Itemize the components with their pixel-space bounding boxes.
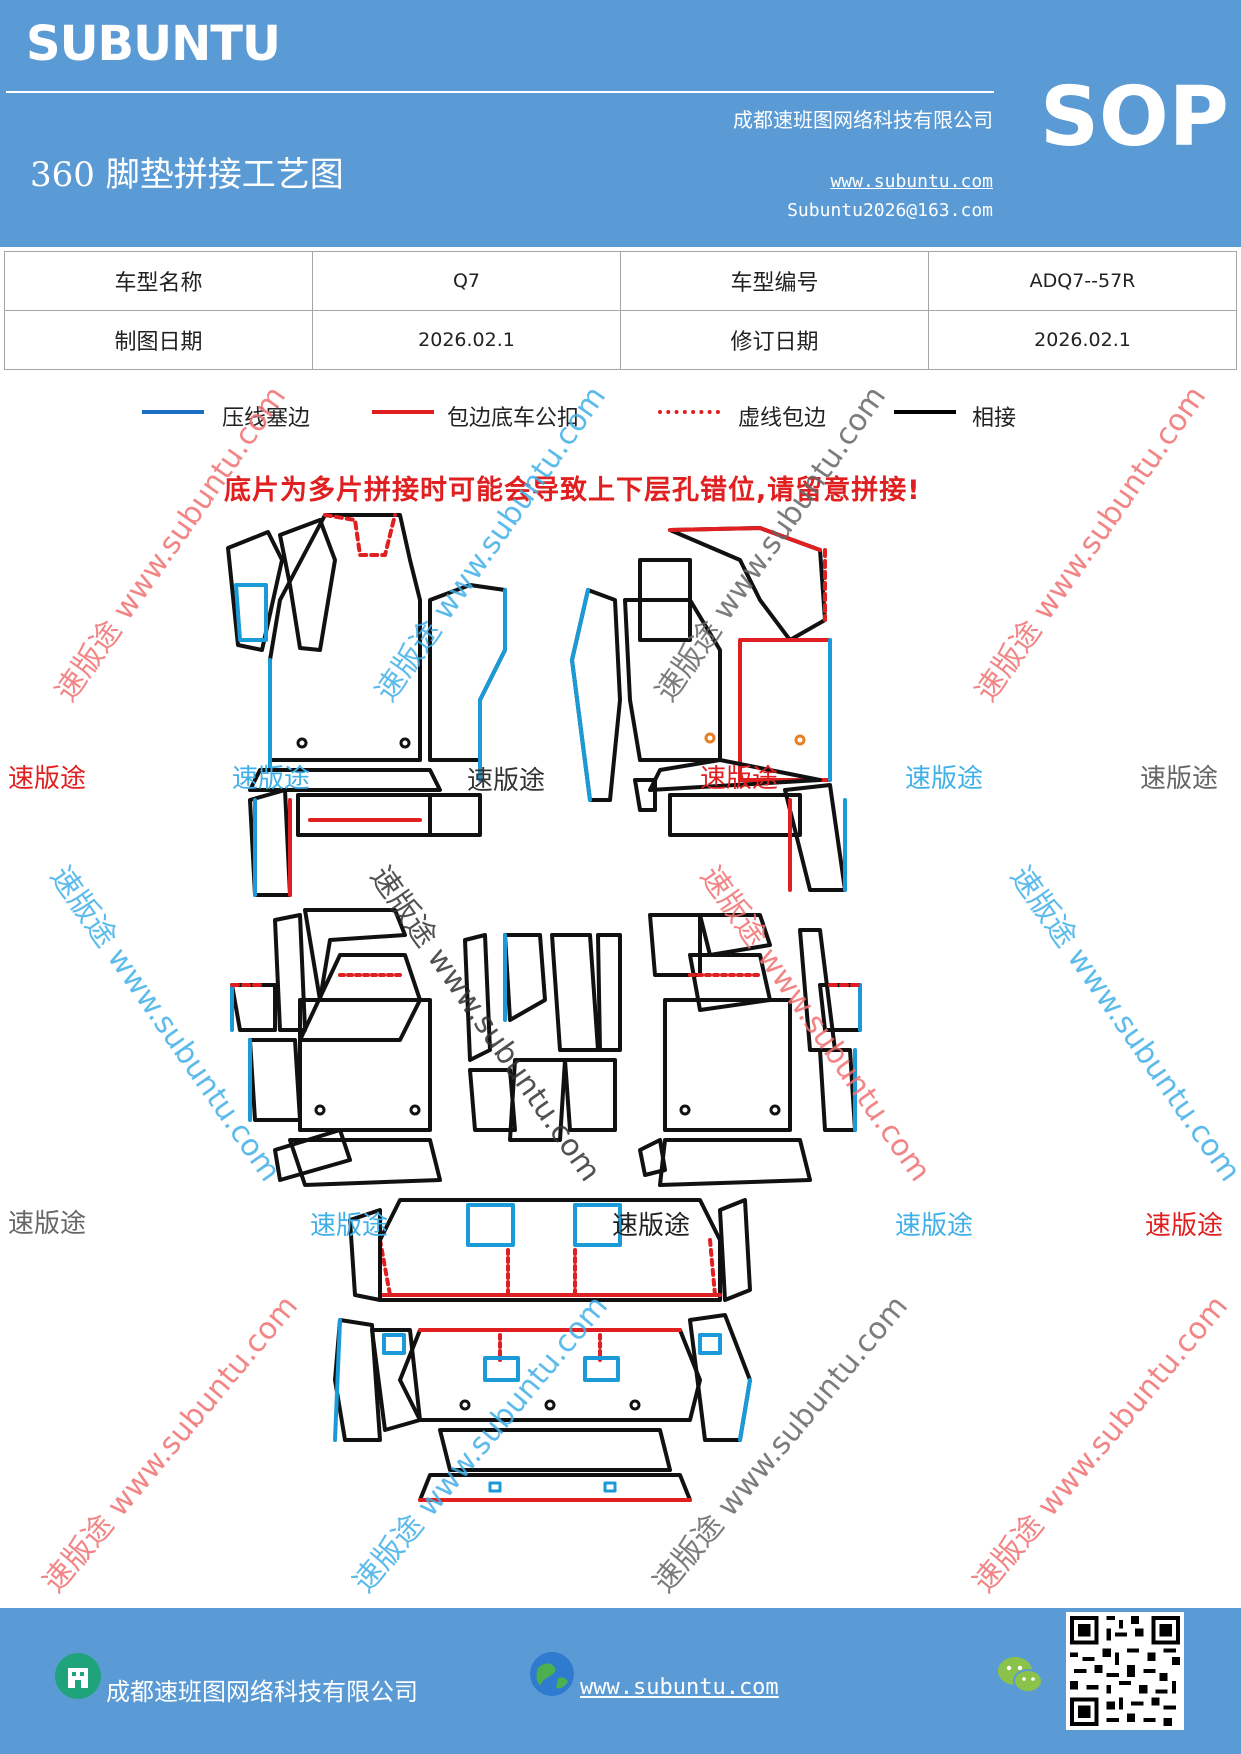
- globe-icon: [530, 1652, 574, 1696]
- warning-text: 底片为多片拼接时可能会导致上下层孔错位,请留意拼接!: [224, 475, 921, 506]
- wechat-icon[interactable]: [996, 1654, 1044, 1696]
- header-banner: [0, 0, 1241, 247]
- model-name-label: 车型名称: [4, 251, 313, 311]
- legend-label: 压线塞边: [222, 406, 311, 431]
- middle-right-mat: [638, 913, 862, 1187]
- watermark-text: 速版途: [905, 764, 984, 794]
- legend-swatch: [142, 410, 204, 414]
- revise-date-label: 修订日期: [620, 310, 929, 370]
- header-company: 成都速班图网络科技有限公司: [733, 108, 993, 132]
- floor-mat-diagram: [226, 513, 862, 1502]
- draw-date-label: 制图日期: [4, 310, 313, 370]
- model-name-value: Q7: [312, 251, 621, 311]
- watermark-text: 速版途: [310, 1211, 389, 1241]
- legend-swatch: [658, 410, 720, 414]
- watermark-text: 速版途: [895, 1211, 974, 1241]
- legend-label: 包边底车公扣: [447, 406, 580, 431]
- legend-label: 相接: [972, 406, 1017, 431]
- header-website-link[interactable]: www.subuntu.com: [830, 171, 993, 192]
- center-tunnel-mat: [463, 933, 622, 1142]
- legend-swatch: [372, 410, 434, 414]
- watermark-text: 速版途: [467, 766, 546, 796]
- table-row: 车型名称 Q7 车型编号 ADQ7--57R: [4, 251, 1237, 311]
- vehicle-info-table: 车型名称 Q7 车型编号 ADQ7--57R 制图日期 2026.02.1 修订…: [4, 251, 1237, 370]
- footer-website-link[interactable]: www.subuntu.com: [580, 1675, 779, 1700]
- legend-label: 虚线包边: [738, 406, 827, 431]
- legend-swatch: [894, 410, 956, 414]
- table-row: 制图日期 2026.02.1 修订日期 2026.02.1: [4, 310, 1237, 370]
- header-divider: [6, 91, 994, 93]
- rear-trunk-lower: [333, 1313, 752, 1502]
- sop-badge: SOP: [1040, 70, 1229, 165]
- draw-date-value: 2026.02.1: [312, 310, 621, 370]
- front-left-mat: [226, 513, 507, 897]
- watermark-text: 速版途: [232, 764, 311, 794]
- footer-company: 成都速班图网络科技有限公司: [106, 1678, 418, 1706]
- qr-code[interactable]: [1066, 1612, 1184, 1730]
- front-right-mat: [570, 526, 847, 892]
- watermark-text: 速版途: [612, 1211, 691, 1241]
- rear-trunk-upper: [348, 1198, 752, 1302]
- watermark-text: 速版途: [700, 764, 779, 794]
- watermark-text: 速版途: [8, 1209, 87, 1239]
- page-title: 360 脚垫拼接工艺图: [30, 155, 344, 195]
- watermark-text: 速版途: [1140, 764, 1219, 794]
- building-icon: [55, 1653, 101, 1699]
- watermark-text: 速版途: [8, 764, 87, 794]
- model-code-value: ADQ7--57R: [928, 251, 1237, 311]
- middle-left-mat: [230, 908, 442, 1187]
- watermark-text: 速版途: [1145, 1211, 1224, 1241]
- header-email[interactable]: Subuntu2026@163.com: [787, 200, 993, 221]
- revise-date-value: 2026.02.1: [928, 310, 1237, 370]
- model-code-label: 车型编号: [620, 251, 929, 311]
- brand-logo: SUBUNTU: [26, 16, 281, 72]
